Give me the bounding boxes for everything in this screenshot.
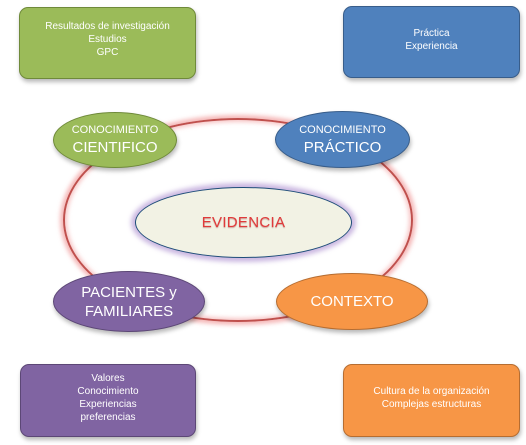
evidence-ring xyxy=(63,118,413,322)
evidence-center: EVIDENCIA xyxy=(135,187,352,258)
node-scientific-line-2: CIENTIFICO xyxy=(72,139,158,156)
node-patients-families: PACIENTES y FAMILIARES xyxy=(53,271,205,332)
research-line-2: Estudios xyxy=(88,34,127,45)
context-line-2: Complejas estructuras xyxy=(381,399,482,410)
node-scientific-knowledge: CONOCIMIENTO CIENTIFICO xyxy=(53,112,177,168)
node-context: CONTEXTO xyxy=(276,273,428,330)
values-line-4: preferencias xyxy=(80,412,136,423)
practice-box: Práctica Experiencia xyxy=(343,6,520,78)
practice-line-2: Experiencia xyxy=(405,41,458,52)
research-line-3: GPC xyxy=(96,47,119,58)
node-context-label: CONTEXTO xyxy=(310,293,394,310)
practice-line-1: Práctica xyxy=(413,28,450,39)
research-line-1: Resultados de investigación xyxy=(45,21,170,32)
node-patients-line-1: PACIENTES y xyxy=(81,283,177,301)
values-line-3: Experiencias xyxy=(79,399,137,410)
values-box: Valores Conocimiento Experiencias prefer… xyxy=(20,364,196,437)
node-practical-line-1: CONOCIMIENTO xyxy=(299,123,386,136)
research-box: Resultados de investigación Estudios GPC xyxy=(19,7,196,79)
context-box: Cultura de la organización Complejas est… xyxy=(343,364,520,437)
context-line-1: Cultura de la organización xyxy=(373,386,490,397)
node-scientific-line-1: CONOCIMIENTO xyxy=(71,124,159,136)
values-line-1: Valores xyxy=(91,373,125,384)
node-practical-knowledge: CONOCIMIENTO PRÁCTICO xyxy=(275,111,410,168)
node-practical-line-2: PRÁCTICO xyxy=(303,138,382,156)
values-line-2: Conocimiento xyxy=(77,386,139,397)
node-patients-line-2: FAMILIARES xyxy=(84,302,174,320)
evidence-label: EVIDENCIA xyxy=(201,214,286,231)
